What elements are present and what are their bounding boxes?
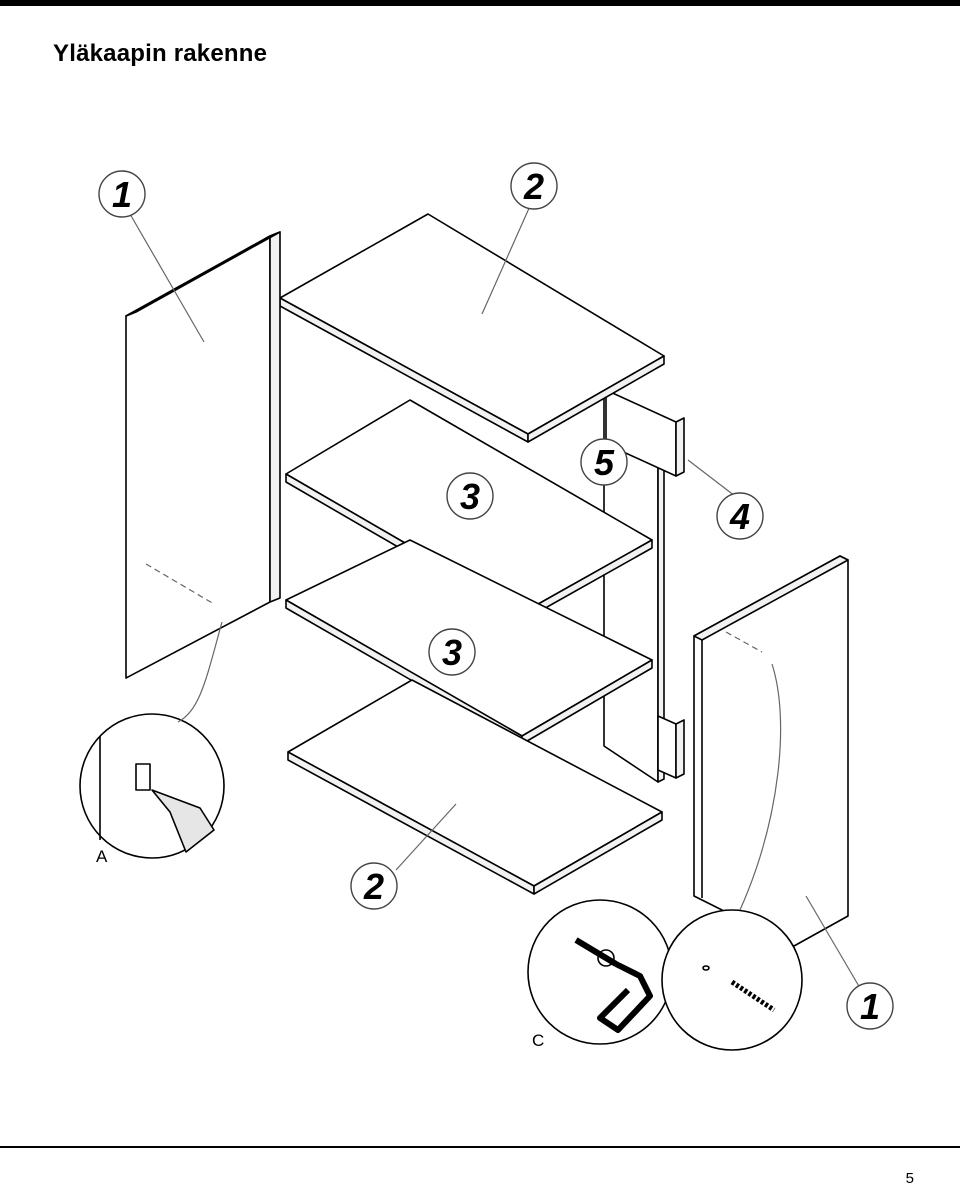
bottom-rule xyxy=(0,1146,960,1148)
bottom-panel xyxy=(287,679,663,895)
detail-circle-hanger xyxy=(79,713,225,859)
detail-circle-cam-lock xyxy=(527,899,673,1045)
detail-label-a: A xyxy=(96,847,108,866)
side-panel-right xyxy=(693,555,849,947)
page-title: Yläkaapin rakenne xyxy=(53,40,268,67)
callout-circle-1-right xyxy=(846,982,894,1030)
detail-label-c: C xyxy=(532,1031,544,1050)
callout-circle-2-bottom xyxy=(350,862,398,910)
callout-label: 1 xyxy=(860,986,880,1027)
callout-label: 5 xyxy=(594,442,615,483)
callout-label: 2 xyxy=(523,166,544,207)
callout-circle-3-lower xyxy=(428,628,476,676)
callout-label: 1 xyxy=(112,174,132,215)
top-panel xyxy=(279,213,665,443)
callout-circle-1-left xyxy=(98,170,146,218)
callout-circle-4 xyxy=(716,492,764,540)
callout-label: 3 xyxy=(442,632,462,673)
leader-lines xyxy=(129,205,861,989)
callout-label: 3 xyxy=(460,476,480,517)
callout-label: 4 xyxy=(729,496,750,537)
callout-label: 2 xyxy=(363,866,384,907)
rear-rail-upper xyxy=(605,389,685,477)
side-panel-left xyxy=(125,231,281,679)
callout-circle-3-upper xyxy=(446,472,494,520)
page-number: 5 xyxy=(905,1170,914,1187)
top-rule xyxy=(0,0,960,6)
detail-circle-dowel xyxy=(661,909,803,1051)
callout-circle-2-top xyxy=(510,162,558,210)
rear-rail-lower xyxy=(657,715,685,779)
callout-circle-5 xyxy=(580,438,628,486)
